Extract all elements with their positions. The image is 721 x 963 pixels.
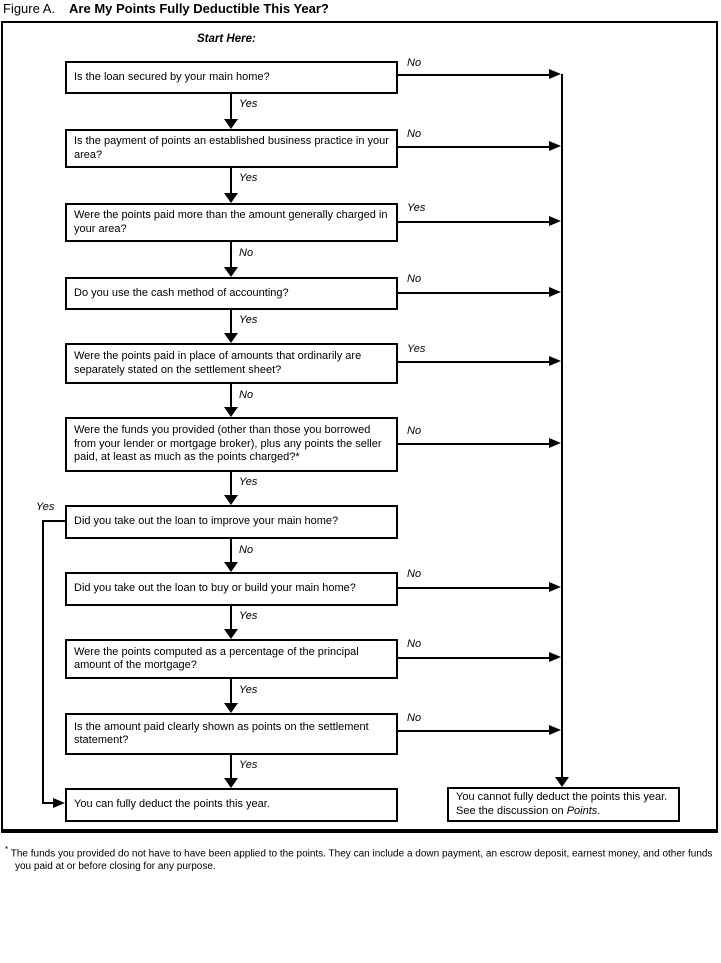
question-loan-improve-home: Did you take out the loan to improve you… <box>65 505 398 539</box>
side-line-1 <box>398 74 550 76</box>
result-box-not-deductible: You cannot fully deduct the points this … <box>447 787 680 822</box>
question-points-shown-on-statement: Is the amount paid clearly shown as poin… <box>65 713 398 755</box>
down-label-9: Yes <box>239 684 258 696</box>
down-arrowhead-5 <box>224 407 238 417</box>
question-established-practice: Is the payment of points an established … <box>65 129 398 168</box>
down-label-5: No <box>239 389 254 401</box>
question-text: Is the amount paid clearly shown as poin… <box>74 720 369 747</box>
down-label-2: Yes <box>239 172 258 184</box>
down-arrowhead-2 <box>224 193 238 203</box>
down-line-7 <box>230 539 232 563</box>
down-line-10 <box>230 755 232 779</box>
side-label-5: Yes <box>407 343 426 355</box>
down-arrowhead-4 <box>224 333 238 343</box>
question-cash-method: Do you use the cash method of accounting… <box>65 277 398 310</box>
down-label-4: Yes <box>239 314 258 326</box>
down-arrowhead-9 <box>224 703 238 713</box>
question-text: Did you take out the loan to buy or buil… <box>74 582 356 595</box>
down-line-8 <box>230 606 232 630</box>
down-label-6: Yes <box>239 476 258 488</box>
down-line-9 <box>230 679 232 704</box>
down-arrowhead-3 <box>224 267 238 277</box>
side-line-3 <box>398 221 550 223</box>
side-arrowhead-3 <box>549 216 561 226</box>
side-label-6: No <box>407 425 422 437</box>
down-label-7: No <box>239 544 254 556</box>
question-points-percentage: Were the points computed as a percentage… <box>65 639 398 679</box>
down-label-8: Yes <box>239 610 258 622</box>
result-yes-text: You can fully deduct the points this yea… <box>74 798 270 811</box>
down-label-10: Yes <box>239 759 258 771</box>
loop-label-yes: Yes <box>36 501 55 513</box>
down-line-5 <box>230 384 232 408</box>
side-label-3: Yes <box>407 202 426 214</box>
down-line-3 <box>230 242 232 268</box>
side-arrowhead-2 <box>549 141 561 151</box>
question-text: Were the points computed as a percentage… <box>74 645 359 672</box>
side-line-4 <box>398 292 550 294</box>
side-line-8 <box>398 587 550 589</box>
loop-line-vertical <box>42 520 44 804</box>
side-label-2: No <box>407 128 422 140</box>
side-arrowhead-4 <box>549 287 561 297</box>
footnote-marker: * <box>5 845 9 854</box>
question-text: Is the payment of points an established … <box>74 135 389 161</box>
side-arrowhead-10 <box>549 725 561 735</box>
question-loan-buy-build: Did you take out the loan to buy or buil… <box>65 572 398 606</box>
start-here-label: Start Here: <box>197 33 256 45</box>
down-label-3: No <box>239 247 254 259</box>
down-arrowhead-1 <box>224 119 238 129</box>
loop-arrowhead <box>53 798 65 808</box>
question-funds-provided: Were the funds you provided (other than … <box>65 417 398 472</box>
down-arrowhead-8 <box>224 629 238 639</box>
side-line-2 <box>398 146 550 148</box>
flowchart-frame <box>1 21 718 833</box>
down-line-6 <box>230 472 232 496</box>
side-arrowhead-1 <box>549 69 561 79</box>
question-text: Were the funds you provided (other than … <box>74 424 382 464</box>
down-arrowhead-6 <box>224 495 238 505</box>
points-reference: Points <box>566 804 598 817</box>
footnote-text: The funds you provided do not have to ha… <box>10 848 713 872</box>
question-loan-secured: Is the loan secured by your main home? <box>65 61 398 94</box>
side-label-9: No <box>407 638 422 650</box>
side-line-9 <box>398 657 550 659</box>
loop-line-top <box>43 520 65 522</box>
result-no-text: You cannot fully deduct the points this … <box>456 791 668 817</box>
down-line-2 <box>230 168 232 194</box>
question-text: Do you use the cash method of accounting… <box>74 286 289 299</box>
side-arrowhead-5 <box>549 356 561 366</box>
side-arrowhead-8 <box>549 582 561 592</box>
loop-line-bottom <box>43 802 54 804</box>
question-text: Were the points paid more than the amoun… <box>74 209 388 235</box>
question-text: Is the loan secured by your main home? <box>74 70 270 83</box>
side-label-4: No <box>407 273 422 285</box>
figure-label: Figure A. <box>3 1 56 16</box>
question-text: Were the points paid in place of amounts… <box>74 350 362 376</box>
question-points-in-place-of-amounts: Were the points paid in place of amounts… <box>65 343 398 384</box>
footnote: * The funds you provided do not have to … <box>3 844 721 873</box>
side-line-5 <box>398 361 550 363</box>
side-label-8: No <box>407 568 422 580</box>
collector-rail-line <box>561 74 563 778</box>
collector-rail-arrowhead <box>555 777 569 787</box>
side-arrowhead-6 <box>549 438 561 448</box>
question-text: Did you take out the loan to improve you… <box>74 515 339 528</box>
down-line-1 <box>230 94 232 120</box>
down-arrowhead-7 <box>224 562 238 572</box>
side-line-6 <box>398 443 550 445</box>
side-label-1: No <box>407 57 422 69</box>
question-points-more-than-charged: Were the points paid more than the amoun… <box>65 203 398 242</box>
side-arrowhead-9 <box>549 652 561 662</box>
side-line-10 <box>398 730 550 732</box>
figure-title: Figure A. Are My Points Fully Deductible … <box>3 1 329 17</box>
down-label-1: Yes <box>239 98 258 110</box>
down-arrowhead-10 <box>224 778 238 788</box>
result-box-deductible: You can fully deduct the points this yea… <box>65 788 398 822</box>
figure-title-text: Are My Points Fully Deductible This Year… <box>69 1 329 16</box>
side-label-10: No <box>407 712 422 724</box>
down-line-4 <box>230 310 232 334</box>
